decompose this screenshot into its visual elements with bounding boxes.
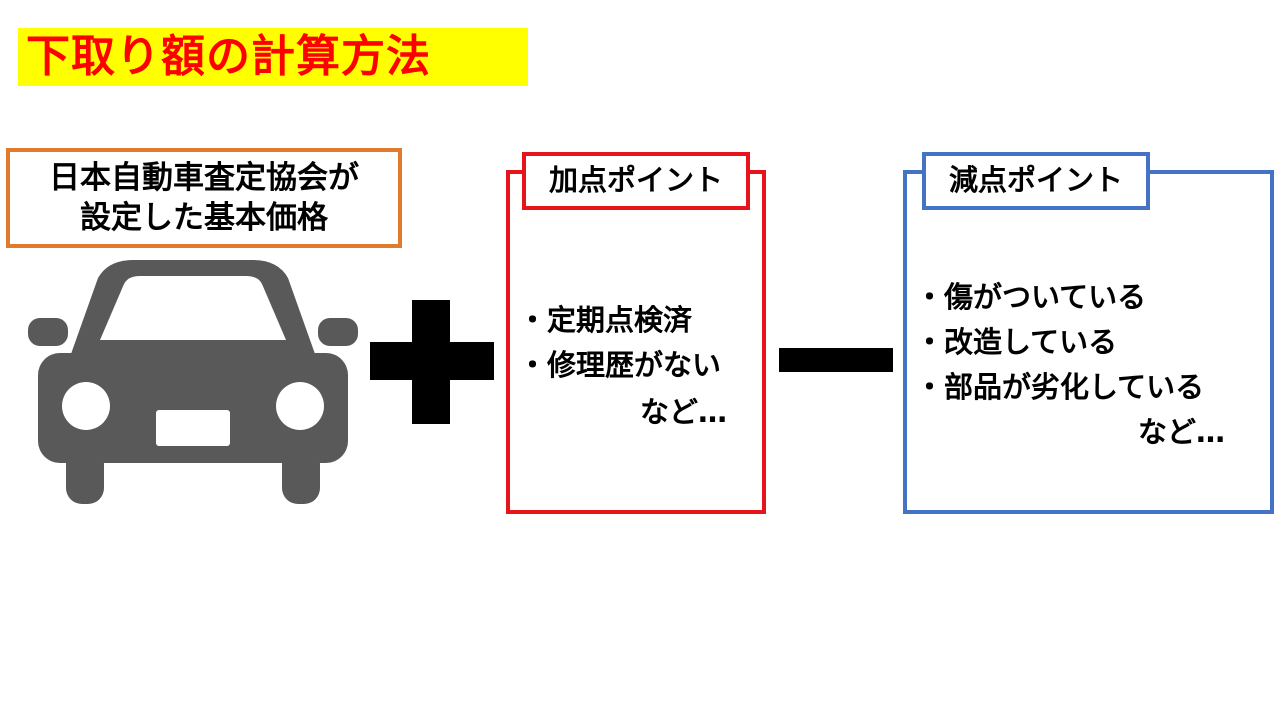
plus-point-item: ・修理歴がない [518,348,722,382]
minus-points-label: 減点ポイント [922,152,1150,210]
car-icon [28,260,358,504]
base-price-box: 日本自動車査定協会が 設定した基本価格 [6,148,402,248]
minus-point-item: ・改造している [915,325,1118,359]
base-price-line2: 設定した基本価格 [80,200,328,236]
minus-points-list: ・傷がついている ・改造している ・部品が劣化している [915,275,1265,410]
minus-point-item: ・傷がついている [915,280,1147,314]
page-title: 下取り額の計算方法 [18,28,528,86]
minus-points-etc: など… [1138,415,1226,449]
plus-point-item: ・定期点検済 [518,303,693,337]
minus-icon [779,348,893,372]
base-price-line1: 日本自動車査定協会が [49,160,359,196]
plus-points-label: 加点ポイント [522,152,750,210]
plus-icon [370,300,494,424]
plus-points-list: ・定期点検済 ・修理歴がない [518,298,758,388]
plus-points-etc: など… [640,395,728,429]
minus-point-item: ・部品が劣化している [915,370,1205,404]
